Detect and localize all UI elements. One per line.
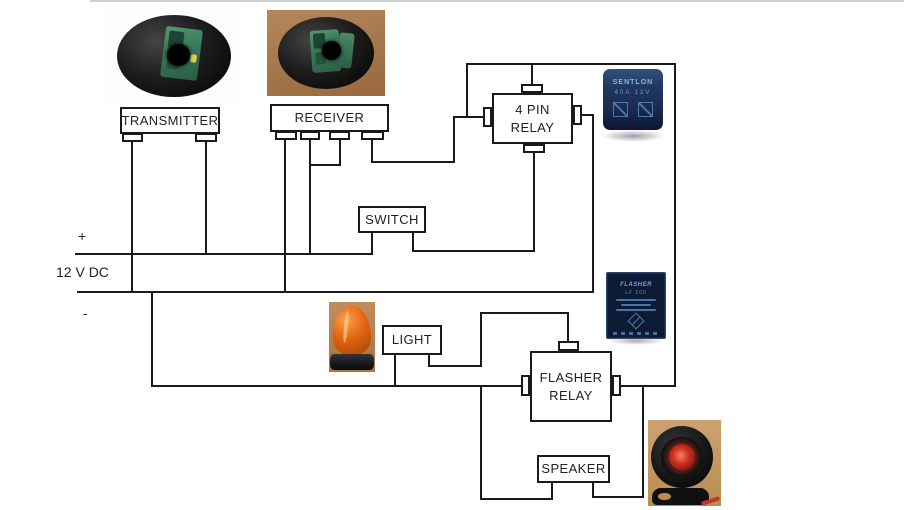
relay-pinout-glyphs (603, 102, 663, 117)
relay-photo-body: SENTLON 40A 12V (603, 69, 663, 130)
flasher-photo-body: FLASHER LF 100 (606, 272, 666, 339)
transmitter-sensor-lens (167, 44, 190, 66)
neg-rail-to-relay-right (77, 114, 594, 293)
transmitter-photo (108, 8, 240, 104)
light-label: LIGHT (391, 332, 433, 348)
four-pin-relay-box: 4 PIN RELAY (492, 93, 573, 144)
siren-red-core (668, 443, 695, 470)
receiver-pin (329, 131, 350, 140)
relay-top-line-to-flasher-right (466, 63, 676, 387)
flasher-photo: FLASHER LF 100 (604, 270, 668, 345)
flasher-photo-shadow (607, 337, 665, 345)
transmitter-device-oval (117, 14, 231, 98)
receiver-pin (275, 131, 297, 140)
beacon-base (329, 353, 375, 370)
flasher-model-text: LF 100 (625, 290, 647, 296)
speaker-box: SPEAKER (537, 455, 610, 483)
receiver-out-to-relay-coil (371, 116, 483, 163)
relay-brand-text: SENTLON (612, 79, 654, 86)
flasher-fineprint-bar (616, 299, 656, 301)
switch-label: SWITCH (365, 211, 419, 227)
transmitter-pin (195, 133, 217, 142)
flasher-title-text: FLASHER (620, 282, 652, 288)
receiver-pin (361, 131, 384, 140)
four-pin-relay-label: 4 PIN RELAY (510, 101, 555, 135)
power-source-label: 12 V DC (56, 264, 109, 280)
transmitter-label: TRANSMITTER (121, 112, 219, 128)
receiver-sensor-lens (322, 41, 342, 61)
relay-rating-text: 40A 12V (614, 90, 652, 96)
relay-photo-shadow (601, 130, 666, 142)
flasher-fineprint-bar (621, 304, 651, 306)
receiver-photo (267, 10, 385, 96)
transmitter-pin (122, 133, 143, 142)
relay-photo: SENTLON 40A 12V (599, 67, 668, 142)
relay-pin (523, 144, 545, 153)
flasher-fineprint-bar (616, 309, 656, 311)
siren-speaker-photo (648, 420, 721, 506)
receiver-label: RECEIVER (294, 110, 365, 126)
flasher-symbol-glyph (627, 312, 645, 330)
power-minus-label: - (83, 305, 88, 321)
siren-bracket (651, 487, 709, 506)
window-top-edge (90, 0, 904, 2)
siren-horn (650, 426, 713, 488)
receiver-pin (300, 131, 320, 140)
beacon-dome (333, 305, 371, 355)
flasher-relay-box: FLASHER RELAY (530, 351, 612, 422)
speaker-right-branch (592, 386, 644, 498)
relay-pin (483, 107, 492, 127)
receiver-device-oval (277, 16, 375, 90)
pos-rail-to-switch (75, 233, 373, 255)
relay-pin (521, 84, 543, 93)
flasher-terminal-strip (613, 332, 659, 335)
relay-pin (573, 105, 582, 125)
power-plus-label: + (78, 228, 87, 244)
receiver-box: RECEIVER (270, 104, 389, 132)
light-box: LIGHT (382, 325, 442, 355)
speaker-label: SPEAKER (541, 461, 606, 477)
neg-branch-to-flasher-left (151, 292, 521, 387)
beacon-light-photo (329, 302, 375, 372)
switch-to-relay-bottom (412, 153, 535, 252)
flasher-pin (558, 341, 579, 351)
switch-box: SWITCH (358, 206, 426, 233)
flasher-relay-label: FLASHER RELAY (539, 369, 603, 403)
neg-branch-to-speaker-left (480, 386, 553, 500)
flasher-pin (521, 375, 530, 396)
transmitter-box: TRANSMITTER (120, 107, 220, 134)
flasher-pin (612, 375, 621, 396)
light-to-flasher-top (428, 312, 569, 367)
receiver-pin3-jumper (310, 140, 341, 166)
